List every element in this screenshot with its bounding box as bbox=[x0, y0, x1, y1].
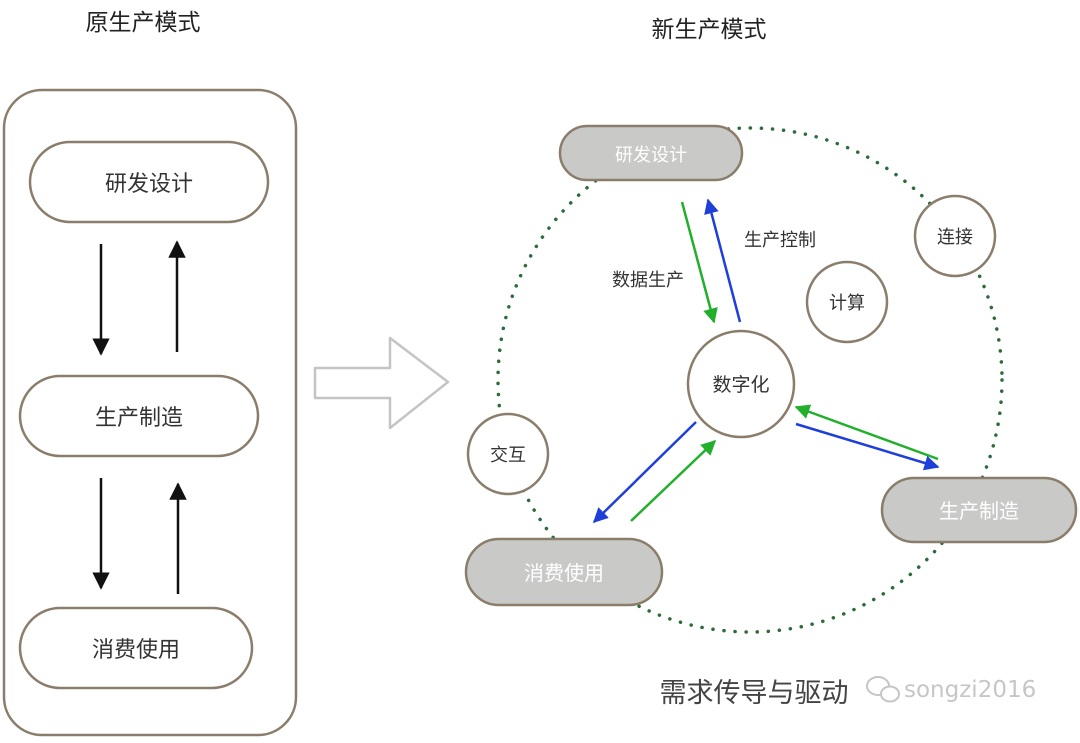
wechat-icon bbox=[866, 676, 900, 703]
node-core-circle bbox=[686, 329, 796, 439]
old-model-frame bbox=[2, 88, 298, 737]
node-interact-label: 交互 bbox=[490, 445, 526, 466]
watermark-text: songzi2016 bbox=[904, 677, 1036, 703]
node-connect-circle bbox=[913, 194, 997, 278]
new-model-title: 新生产模式 bbox=[652, 17, 767, 43]
old-stage-consume-label: 消费使用 bbox=[92, 638, 180, 663]
old-stage-rd-label: 研发设计 bbox=[105, 172, 193, 197]
node-manufacture-label: 生产制造 bbox=[939, 499, 1019, 523]
node-core-label: 数字化 bbox=[712, 374, 769, 396]
node-consume-pill bbox=[464, 537, 664, 607]
old-model-title: 原生产模式 bbox=[86, 10, 201, 36]
arrow-consume-to-core bbox=[630, 439, 717, 522]
old-stage-manufacture-label: 生产制造 bbox=[95, 406, 183, 431]
node-consume-label: 消费使用 bbox=[524, 561, 604, 585]
old-stage-consume-pill bbox=[18, 606, 254, 690]
node-connect-label: 连接 bbox=[937, 227, 973, 248]
node-manufacture-pill bbox=[880, 476, 1078, 544]
arrow-rd-to-core bbox=[680, 201, 718, 324]
old-stage-rd-pill bbox=[28, 140, 270, 224]
edge-label-data-production: 数据生产 bbox=[612, 270, 684, 291]
arrow-core-to-manufacture bbox=[795, 422, 940, 471]
wechat-watermark: songzi2016 bbox=[866, 676, 1036, 703]
dotted-cycle-circle bbox=[496, 126, 1004, 634]
transition-arrow bbox=[313, 336, 450, 430]
arrow-manufacture-to-core bbox=[794, 404, 939, 461]
arrow-core-to-rd bbox=[704, 198, 742, 323]
edge-label-production-control: 生产控制 bbox=[744, 230, 816, 251]
footer-caption: 需求传导与驱动 bbox=[660, 678, 849, 709]
node-interact-circle bbox=[466, 412, 550, 496]
node-rd-pill bbox=[558, 124, 744, 182]
node-compute-label: 计算 bbox=[829, 293, 865, 314]
node-rd-label: 研发设计 bbox=[615, 145, 687, 166]
arrow-core-to-consume bbox=[592, 421, 697, 524]
node-compute-circle bbox=[805, 260, 889, 344]
old-stage-manufacture-pill bbox=[18, 374, 260, 458]
